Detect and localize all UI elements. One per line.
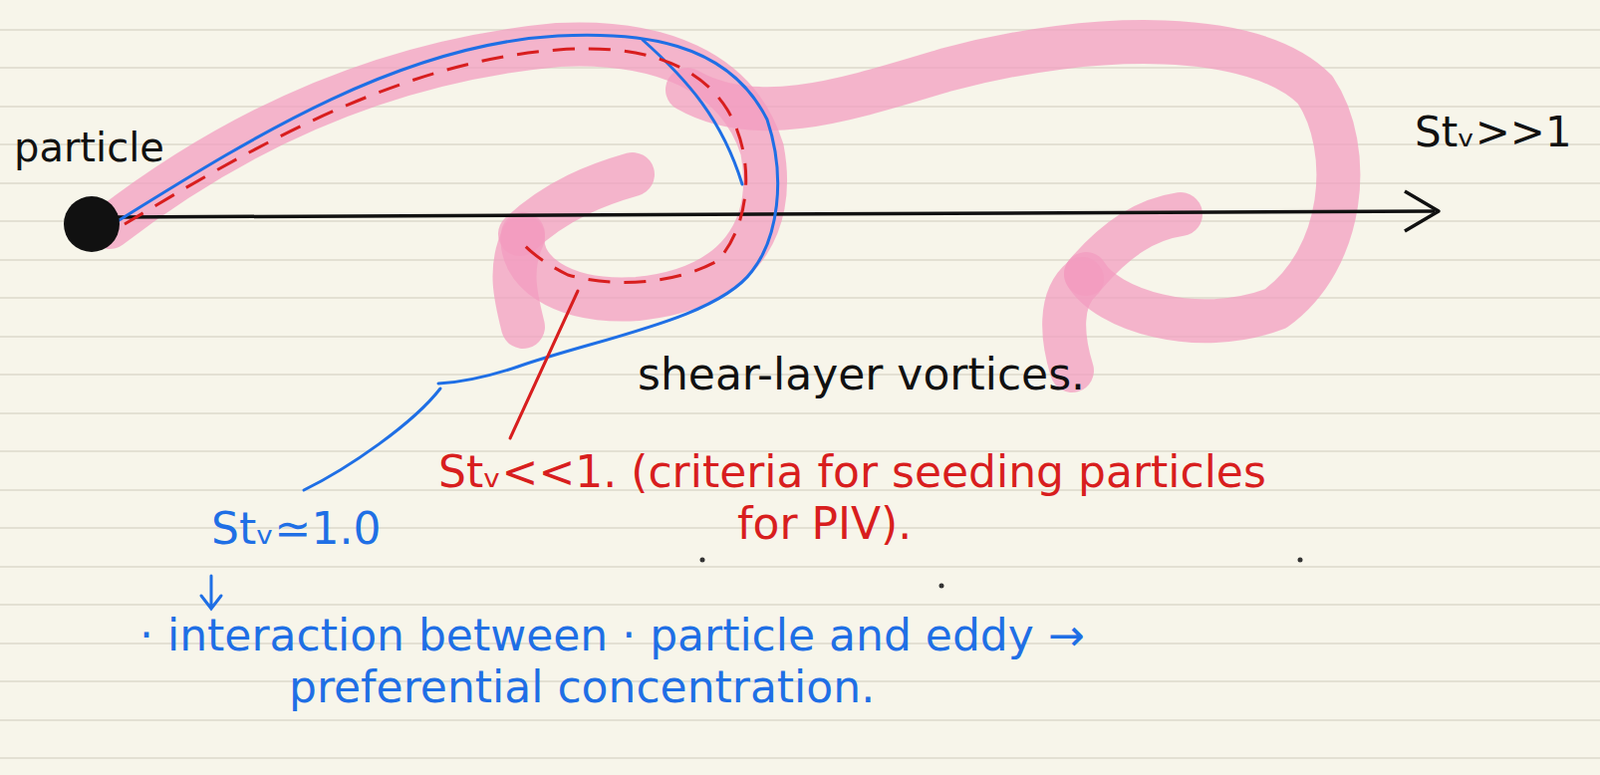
stokes-large-label: Stᵥ>>1 [1414, 107, 1573, 158]
stokes-small-note: Stᵥ<<1. (criteria for seeding particles … [438, 446, 1316, 550]
particle-label: particle [13, 125, 210, 170]
stray-dots [700, 557, 1304, 589]
shear-layer-vortices [109, 41, 1338, 371]
stokes-one-label: Stᵥ≃1.0 [211, 503, 381, 555]
trajectory-st-1 [117, 34, 779, 609]
vortices-label: shear-layer vortices. [637, 348, 1085, 401]
interaction-note: · interaction between · particle and edd… [139, 609, 1256, 714]
particle-dot: particle [9, 125, 210, 260]
ruled-lines [0, 29, 1600, 759]
